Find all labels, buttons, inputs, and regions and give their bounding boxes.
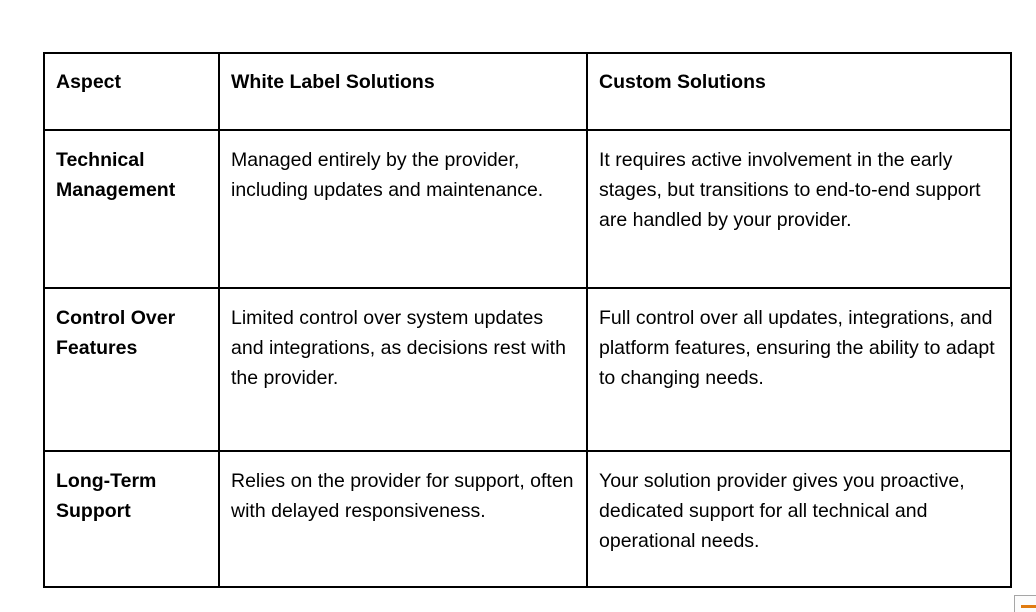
column-header-white-label-solutions-label: White Label Solutions xyxy=(231,71,435,93)
table-row: Technical Management Managed entirely by… xyxy=(43,129,1012,289)
cell-aspect-long-term-support: Long-Term Support xyxy=(43,450,220,588)
table-row: Long-Term Support Relies on the provider… xyxy=(43,450,1012,588)
cell-text: Your solution provider gives you proacti… xyxy=(599,470,965,552)
table-header: Aspect White Label Solutions Custom Solu… xyxy=(43,52,1012,131)
cell-white-label-control-over-features: Limited control over system updates and … xyxy=(218,287,588,452)
comparison-table: Aspect White Label Solutions Custom Solu… xyxy=(43,52,1012,588)
cell-text: Limited control over system updates and … xyxy=(231,307,566,389)
column-header-white-label-solutions: White Label Solutions xyxy=(218,52,588,131)
cell-text: Long-Term Support xyxy=(56,470,157,522)
table-body: Technical Management Managed entirely by… xyxy=(43,129,1012,588)
cell-aspect-control-over-features: Control Over Features xyxy=(43,287,220,452)
column-header-aspect-label: Aspect xyxy=(56,71,122,93)
cell-text: Technical Management xyxy=(56,149,176,201)
column-header-custom-solutions: Custom Solutions xyxy=(586,52,1012,131)
column-header-aspect: Aspect xyxy=(43,52,220,131)
cell-text: Control Over Features xyxy=(56,307,176,359)
cell-text: Managed entirely by the provider, includ… xyxy=(231,149,544,201)
cell-custom-technical-management: It requires active involvement in the ea… xyxy=(586,129,1012,289)
cell-custom-long-term-support: Your solution provider gives you proacti… xyxy=(586,450,1012,588)
cell-white-label-long-term-support: Relies on the provider for support, ofte… xyxy=(218,450,588,588)
cell-text: It requires active involvement in the ea… xyxy=(599,149,981,231)
offscreen-panel-fragment[interactable] xyxy=(1014,595,1036,612)
cell-text: Relies on the provider for support, ofte… xyxy=(231,470,574,522)
table-header-row: Aspect White Label Solutions Custom Solu… xyxy=(43,52,1012,131)
cell-custom-control-over-features: Full control over all updates, integrati… xyxy=(586,287,1012,452)
cell-text: Full control over all updates, integrati… xyxy=(599,307,995,389)
cell-white-label-technical-management: Managed entirely by the provider, includ… xyxy=(218,129,588,289)
cell-aspect-technical-management: Technical Management xyxy=(43,129,220,289)
table-row: Control Over Features Limited control ov… xyxy=(43,287,1012,452)
column-header-custom-solutions-label: Custom Solutions xyxy=(599,71,766,93)
accent-bar xyxy=(1021,605,1036,608)
